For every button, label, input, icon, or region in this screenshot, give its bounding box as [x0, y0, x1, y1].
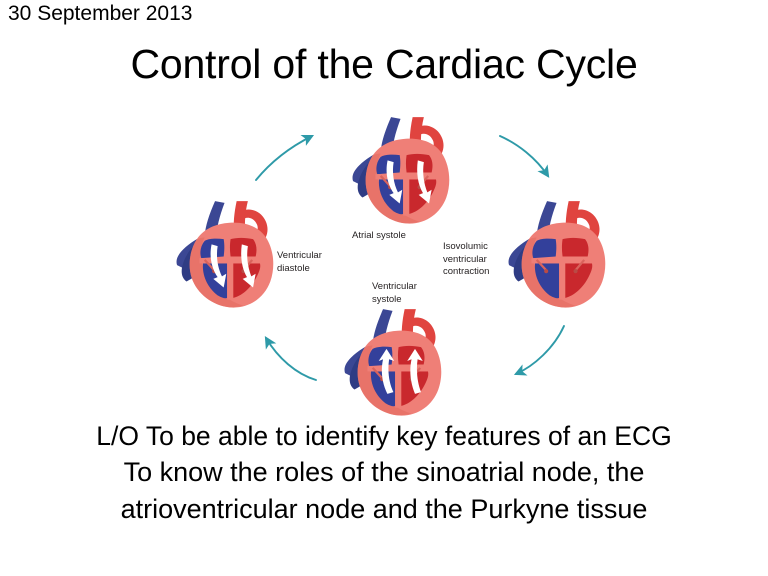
cardiac-cycle-diagram	[176, 108, 636, 420]
cycle-arrow-diastole-to-atrial	[255, 134, 315, 181]
cycle-arrow-systole-to-diastole	[264, 336, 317, 381]
cardiac-cycle-svg	[176, 116, 607, 417]
objective-line-1: L/O To be able to identify key features …	[96, 421, 672, 451]
heart-ventricular-systole	[344, 308, 443, 417]
heart-ventricular-diastole	[176, 200, 275, 309]
learning-objectives: L/O To be able to identify key features …	[0, 418, 768, 527]
objective-block-2: To know the roles of the sinoatrial node…	[66, 454, 702, 527]
diagram-label-ventricular-diastole: Ventricular diastole	[277, 250, 322, 274]
diagram-label-atrial-systole: Atrial systole	[352, 230, 406, 241]
heart-atrial-systole	[352, 116, 451, 225]
page-title: Control of the Cardiac Cycle	[130, 41, 638, 87]
date-stamp: 30 September 2013	[8, 2, 193, 25]
objective-line-2: To know the roles of the sinoatrial node…	[123, 457, 645, 488]
heart-isovolumic-ventricular-contraction	[508, 200, 607, 309]
cycle-arrow-isovolumic-to-systole	[513, 325, 565, 376]
diagram-label-ventricular-systole: Ventricular systole	[372, 281, 417, 305]
diagram-label-isovolumic-ventricular-contraction: Isovolumic ventricular contraction	[443, 241, 490, 278]
objective-line-3: atrioventricular node and the Purkyne ti…	[120, 493, 648, 524]
cycle-arrow-atrial-to-isovolumic	[499, 135, 550, 178]
